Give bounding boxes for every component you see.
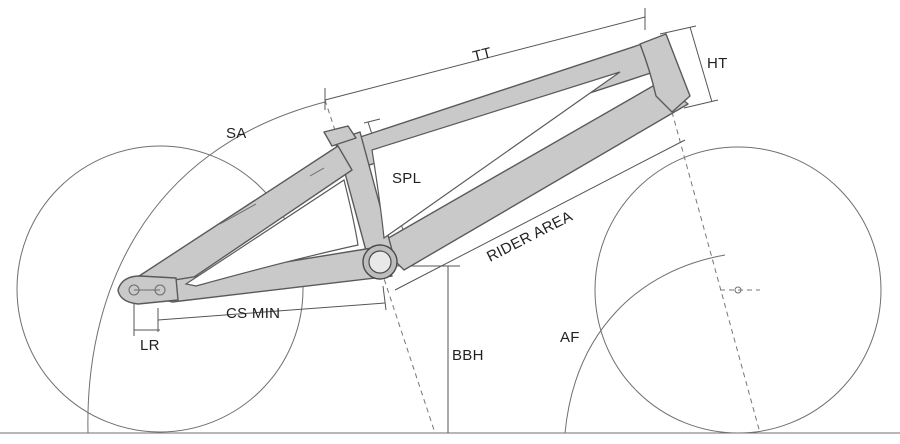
- label-tt: TT: [471, 44, 493, 65]
- rider-area-line: [394, 139, 686, 291]
- fork-angle-arc: [564, 254, 726, 434]
- rear-triangle-opening: [184, 179, 359, 287]
- front-wheel: [594, 146, 882, 434]
- label-bbh: BBH: [452, 347, 484, 364]
- gusset-detail: [309, 167, 325, 177]
- label-spl: SPL: [392, 170, 421, 187]
- bottom-bracket-bore: [368, 250, 392, 274]
- tt-dimension-line: [324, 16, 646, 101]
- label-ht: HT: [707, 55, 728, 72]
- label-lr: LR: [140, 337, 160, 354]
- seat-clamp: [323, 125, 357, 147]
- seat-angle-arc: [87, 101, 326, 434]
- brake-mount-detail: [219, 203, 257, 225]
- label-cs-min: CS MIN: [226, 305, 280, 322]
- frame: [117, 33, 691, 305]
- steering-axis: [671, 111, 761, 434]
- head-tube: [639, 33, 691, 113]
- front-triangle-opening: [371, 71, 621, 240]
- spl-tick: [363, 118, 381, 124]
- cs-min-dimension-line: [157, 302, 386, 321]
- cs-min-tick-right: [382, 285, 387, 311]
- label-af: AF: [560, 329, 580, 346]
- ht-dimension-line: [689, 26, 713, 103]
- label-sa: SA: [226, 125, 247, 142]
- ht-tick-bottom: [683, 99, 719, 109]
- rear-wheel: [16, 145, 304, 433]
- ht-tick-top: [659, 25, 697, 35]
